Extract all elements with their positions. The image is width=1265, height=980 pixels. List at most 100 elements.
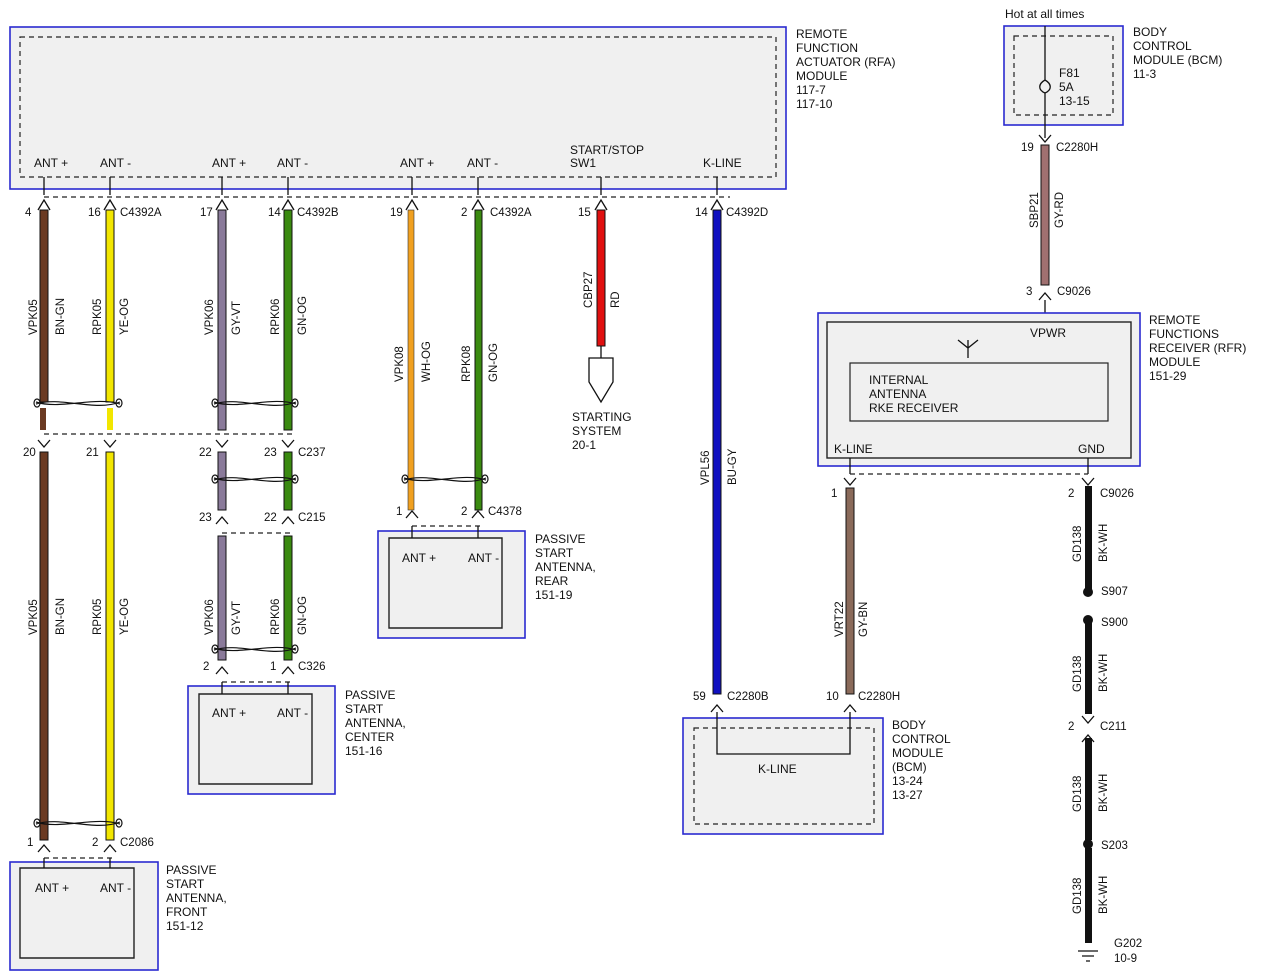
svg-text:23: 23 xyxy=(199,512,212,524)
rfa-module-label: REMOTE FUNCTION ACTUATOR (RFA) MODULE 11… xyxy=(796,27,896,111)
wire-vpk06-mid xyxy=(217,451,227,511)
svg-text:(BCM): (BCM) xyxy=(892,760,927,774)
hot-at-all-times: Hot at all times xyxy=(1005,7,1084,21)
svg-text:RD: RD xyxy=(610,291,622,308)
svg-text:RPK05: RPK05 xyxy=(92,599,104,635)
svg-text:ANT +: ANT + xyxy=(212,156,246,170)
svg-text:ANT +: ANT + xyxy=(212,706,246,720)
svg-text:CONTROL: CONTROL xyxy=(1133,39,1192,53)
svg-text:C2280H: C2280H xyxy=(1056,142,1098,154)
svg-text:VPK05: VPK05 xyxy=(28,599,40,635)
svg-text:11-3: 11-3 xyxy=(1133,67,1156,81)
svg-text:ANTENNA,: ANTENNA, xyxy=(166,891,227,905)
svg-text:C2086: C2086 xyxy=(120,837,154,849)
svg-text:2: 2 xyxy=(461,207,467,219)
svg-text:WH-OG: WH-OG xyxy=(421,341,433,382)
svg-text:ANT -: ANT - xyxy=(467,156,498,170)
svg-text:ANT -: ANT - xyxy=(100,881,131,895)
svg-text:GY-BN: GY-BN xyxy=(858,602,870,637)
svg-text:MODULE: MODULE xyxy=(1149,355,1200,369)
svg-text:1: 1 xyxy=(396,506,402,518)
svg-text:13-27: 13-27 xyxy=(892,788,923,802)
svg-text:PASSIVE: PASSIVE xyxy=(535,532,585,546)
svg-text:ANT +: ANT + xyxy=(402,551,436,565)
svg-text:START: START xyxy=(166,877,205,891)
rfa-pin-numbers: 4 16 C4392A 17 14 C4392B 19 2 C4392A 15 … xyxy=(25,207,768,219)
svg-text:C4392D: C4392D xyxy=(726,207,768,219)
wire-labels: VPK05 BN-GN RPK05 YE-OG VPK05 BN-GN RPK0… xyxy=(28,192,1110,914)
wire-vpl56 xyxy=(712,209,722,695)
svg-text:START: START xyxy=(345,702,384,716)
svg-text:REMOTE: REMOTE xyxy=(1149,313,1200,327)
antenna-front-label: PASSIVE START ANTENNA, FRONT 151-12 xyxy=(166,863,227,933)
svg-text:MODULE (BCM): MODULE (BCM) xyxy=(1133,53,1222,67)
svg-text:ANT -: ANT - xyxy=(277,156,308,170)
wire-rpk06-upper xyxy=(283,209,293,431)
svg-text:14: 14 xyxy=(268,207,281,219)
fuse-f81-icon xyxy=(1039,26,1051,138)
svg-text:FUNCTION: FUNCTION xyxy=(796,41,858,55)
svg-text:VPK08: VPK08 xyxy=(394,346,406,382)
svg-text:VPL56: VPL56 xyxy=(700,450,712,485)
rfa-stubs xyxy=(43,177,718,195)
svg-text:ANTENNA,: ANTENNA, xyxy=(345,716,406,730)
svg-text:G202: G202 xyxy=(1114,938,1142,950)
svg-text:C9026: C9026 xyxy=(1057,286,1091,298)
rfa-module-box xyxy=(9,26,787,190)
svg-text:F81: F81 xyxy=(1059,66,1080,80)
c237-pins: 20 21 22 23 C237 xyxy=(23,447,326,459)
svg-text:SBP21: SBP21 xyxy=(1029,192,1041,228)
svg-text:BK-WH: BK-WH xyxy=(1098,524,1110,562)
svg-text:START/STOP: START/STOP xyxy=(570,143,644,157)
svg-text:RKE RECEIVER: RKE RECEIVER xyxy=(869,401,959,415)
starting-system-label: STARTING SYSTEM 20-1 xyxy=(572,410,632,452)
svg-text:SW1: SW1 xyxy=(570,156,596,170)
svg-text:19: 19 xyxy=(1021,142,1034,154)
bcm-top-box xyxy=(1003,25,1124,126)
svg-text:RPK06: RPK06 xyxy=(270,599,282,635)
svg-text:C215: C215 xyxy=(298,512,326,524)
svg-text:STARTING: STARTING xyxy=(572,410,632,424)
svg-text:117-10: 117-10 xyxy=(796,97,833,111)
svg-text:C326: C326 xyxy=(298,661,326,673)
svg-text:ANT +: ANT + xyxy=(35,881,69,895)
svg-text:RPK05: RPK05 xyxy=(92,299,104,335)
ground-icon xyxy=(1078,950,1098,962)
svg-text:1: 1 xyxy=(831,488,837,500)
svg-text:START: START xyxy=(535,546,574,560)
svg-text:C4392A: C4392A xyxy=(120,207,162,219)
wire-vpk08 xyxy=(407,209,415,511)
svg-text:VRT22: VRT22 xyxy=(834,601,846,637)
svg-text:59: 59 xyxy=(693,691,706,703)
svg-text:YE-OG: YE-OG xyxy=(119,298,131,335)
twisted-pair-marks xyxy=(33,398,489,828)
svg-text:K-LINE: K-LINE xyxy=(834,442,873,456)
wire-vpk06-lower xyxy=(217,535,227,661)
svg-text:FRONT: FRONT xyxy=(166,905,208,919)
svg-text:K-LINE: K-LINE xyxy=(703,156,742,170)
splice-dots xyxy=(1083,587,1093,849)
svg-text:151-29: 151-29 xyxy=(1149,369,1187,383)
wire-vpk05-mid xyxy=(40,408,46,430)
svg-text:3: 3 xyxy=(1026,286,1032,298)
svg-text:C4392B: C4392B xyxy=(297,207,339,219)
svg-text:ANT +: ANT + xyxy=(400,156,434,170)
svg-text:RECEIVER (RFR): RECEIVER (RFR) xyxy=(1149,341,1246,355)
svg-text:14: 14 xyxy=(695,207,708,219)
svg-text:GD138: GD138 xyxy=(1072,656,1084,692)
svg-text:CONTROL: CONTROL xyxy=(892,732,951,746)
antenna-center-label: PASSIVE START ANTENNA, CENTER 151-16 xyxy=(345,688,406,758)
wire-rpk08 xyxy=(474,209,483,511)
svg-text:1: 1 xyxy=(270,661,276,673)
c237-arrows xyxy=(37,439,295,448)
svg-text:20: 20 xyxy=(23,447,36,459)
rfa-connector-arrows xyxy=(37,198,724,211)
svg-text:21: 21 xyxy=(86,447,99,459)
svg-text:CBP27: CBP27 xyxy=(583,272,595,308)
svg-text:ANT -: ANT - xyxy=(277,706,308,720)
rfr-module-label: REMOTE FUNCTIONS RECEIVER (RFR) MODULE 1… xyxy=(1149,313,1246,383)
svg-text:MODULE: MODULE xyxy=(796,69,847,83)
svg-text:ANT -: ANT - xyxy=(468,551,499,565)
svg-text:BN-GN: BN-GN xyxy=(55,598,67,635)
